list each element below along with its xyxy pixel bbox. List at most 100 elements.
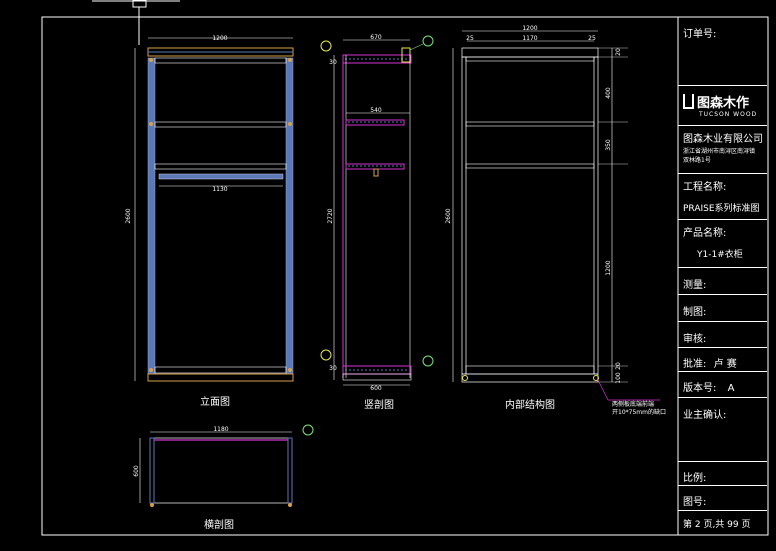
- note-leader: [597, 379, 609, 401]
- internal-height-dim: 2600: [445, 208, 452, 223]
- drawing-border: [41, 16, 769, 536]
- plan-foot: [150, 503, 154, 507]
- order-number: 订单号:: [678, 17, 767, 86]
- product-value: Y1-1#衣柜: [697, 250, 743, 260]
- internal-foot: [593, 375, 599, 381]
- internal-foot: [462, 375, 468, 381]
- front-view: 1200 1130 2600: [125, 35, 294, 382]
- front-connector: [288, 58, 292, 62]
- version-value: A: [727, 383, 735, 394]
- internal-right-dim: 25: [588, 35, 596, 42]
- front-right-panel: [285, 57, 294, 375]
- product-label: 产品名称:: [683, 228, 727, 239]
- front-rail-dim: 1130: [212, 186, 227, 193]
- front-connector: [149, 58, 153, 62]
- section-detail-marker: [422, 355, 434, 367]
- scale-row: 比例:: [678, 462, 767, 486]
- section-mid-shelf: [345, 119, 405, 126]
- approve-name: 卢 赛: [713, 359, 737, 370]
- internal-seg1-dim: 20: [615, 48, 622, 56]
- front-hanger-shelf: [154, 163, 287, 170]
- project-value: PRAISE系列标准图: [683, 204, 760, 214]
- front-connector: [149, 122, 153, 126]
- version-label: 版本号:: [683, 383, 717, 394]
- section-bottom-dim: 600: [370, 385, 382, 392]
- drawn-label: 制图:: [683, 307, 707, 318]
- section-leader: [409, 43, 424, 51]
- internal-seg2-dim: 400: [605, 87, 612, 99]
- order-number-label: 订单号:: [683, 29, 717, 40]
- section-mid-dim: 540: [370, 107, 382, 114]
- note-line-2: 开10*75mm的缺口: [612, 408, 666, 416]
- section-top-small-dim: 30: [329, 59, 337, 66]
- front-top-shelf: [154, 57, 287, 64]
- front-width-dim: 1200: [212, 35, 227, 42]
- internal-left-dim: 25: [466, 35, 474, 42]
- front-bottom-shelf: [154, 366, 287, 374]
- version-row: 版本号: A: [678, 372, 767, 398]
- section-hanger-shelf: [345, 163, 405, 170]
- internal-top-cap: [461, 47, 599, 58]
- section-height-dim: 2720: [327, 208, 334, 223]
- section-detail-marker: [320, 349, 332, 361]
- plan-depth-dim: 600: [133, 465, 140, 477]
- page-info: 第 2 页,共 99 页: [683, 520, 751, 530]
- logo-subtext: TUCSON WOOD: [699, 111, 758, 118]
- note-line-1: 两侧板底端前端: [612, 400, 654, 408]
- section-top-dim: 670: [370, 34, 382, 41]
- plan-foot: [288, 503, 292, 507]
- approve-row: 批准: 卢 赛: [678, 348, 767, 372]
- section-rail-bracket: [373, 168, 379, 177]
- plan-outline: [149, 437, 293, 504]
- internal-middle-shelf: [465, 121, 595, 127]
- internal-bottom-shelf: [465, 365, 595, 375]
- plan-view-label: 横剖图: [204, 520, 234, 531]
- section-view-label: 竖剖图: [364, 400, 394, 411]
- section-bottom-small-dim: 30: [329, 365, 337, 372]
- company-block: 图森木业有限公司 浙江省湖州市南浔区南浔镇双林路1号: [678, 126, 767, 174]
- plan-width-dim: 1180: [213, 426, 228, 433]
- internal-width-dim: 1200: [522, 25, 537, 32]
- internal-seg6-dim: 100: [615, 372, 622, 384]
- section-base: [342, 373, 412, 381]
- logo-text: 图森木作: [697, 96, 750, 111]
- internal-top-shelf: [465, 56, 595, 62]
- internal-seg5-dim: 20: [615, 362, 622, 370]
- page-row: 第 2 页,共 99 页: [678, 511, 767, 535]
- front-height-dim: 2600: [125, 208, 132, 223]
- section-view: 670 540 600 2720 30 30: [320, 34, 434, 392]
- internal-view: 1200 1170 25 25 2600 20 400 350 1200 20 …: [445, 25, 666, 416]
- product-block: 产品名称: Y1-1#衣柜: [678, 220, 767, 268]
- front-view-label: 立面图: [200, 397, 230, 408]
- front-connector: [288, 368, 292, 372]
- drawn-row: 制图:: [678, 295, 767, 322]
- review-row: 审核:: [678, 322, 767, 348]
- front-connector: [149, 368, 153, 372]
- survey-row: 测量:: [678, 268, 767, 295]
- company-address: 浙江省湖州市南浔区南浔镇双林路1号: [683, 148, 756, 164]
- plan-view: 1180 600: [133, 424, 314, 507]
- project-block: 工程名称: PRAISE系列标准图: [678, 174, 767, 220]
- internal-seg3-dim: 350: [605, 139, 612, 151]
- section-detail-marker: [422, 35, 434, 47]
- front-middle-shelf: [154, 121, 287, 128]
- approve-label: 批准:: [683, 359, 707, 370]
- internal-view-label: 内部结构图: [505, 400, 555, 411]
- survey-label: 测量:: [683, 280, 707, 291]
- logo: 图森木作: [683, 92, 767, 111]
- scale-label: 比例:: [683, 473, 707, 484]
- front-base: [147, 373, 294, 382]
- internal-seg4-dim: 1200: [605, 260, 612, 275]
- internal-hanger-shelf: [465, 163, 595, 169]
- project-label: 工程名称:: [683, 182, 727, 193]
- logo-block: 图森木作 TUCSON WOOD: [678, 86, 767, 126]
- drawing-no-label: 图号:: [683, 497, 707, 508]
- internal-base: [461, 373, 599, 383]
- drawing-no-row: 图号:: [678, 486, 767, 511]
- front-connector: [288, 122, 292, 126]
- owner-confirm-label: 业主确认:: [683, 410, 727, 421]
- internal-inner-dim: 1170: [522, 35, 537, 42]
- plan-detail-marker: [302, 424, 314, 436]
- internal-left-panel: [461, 56, 467, 375]
